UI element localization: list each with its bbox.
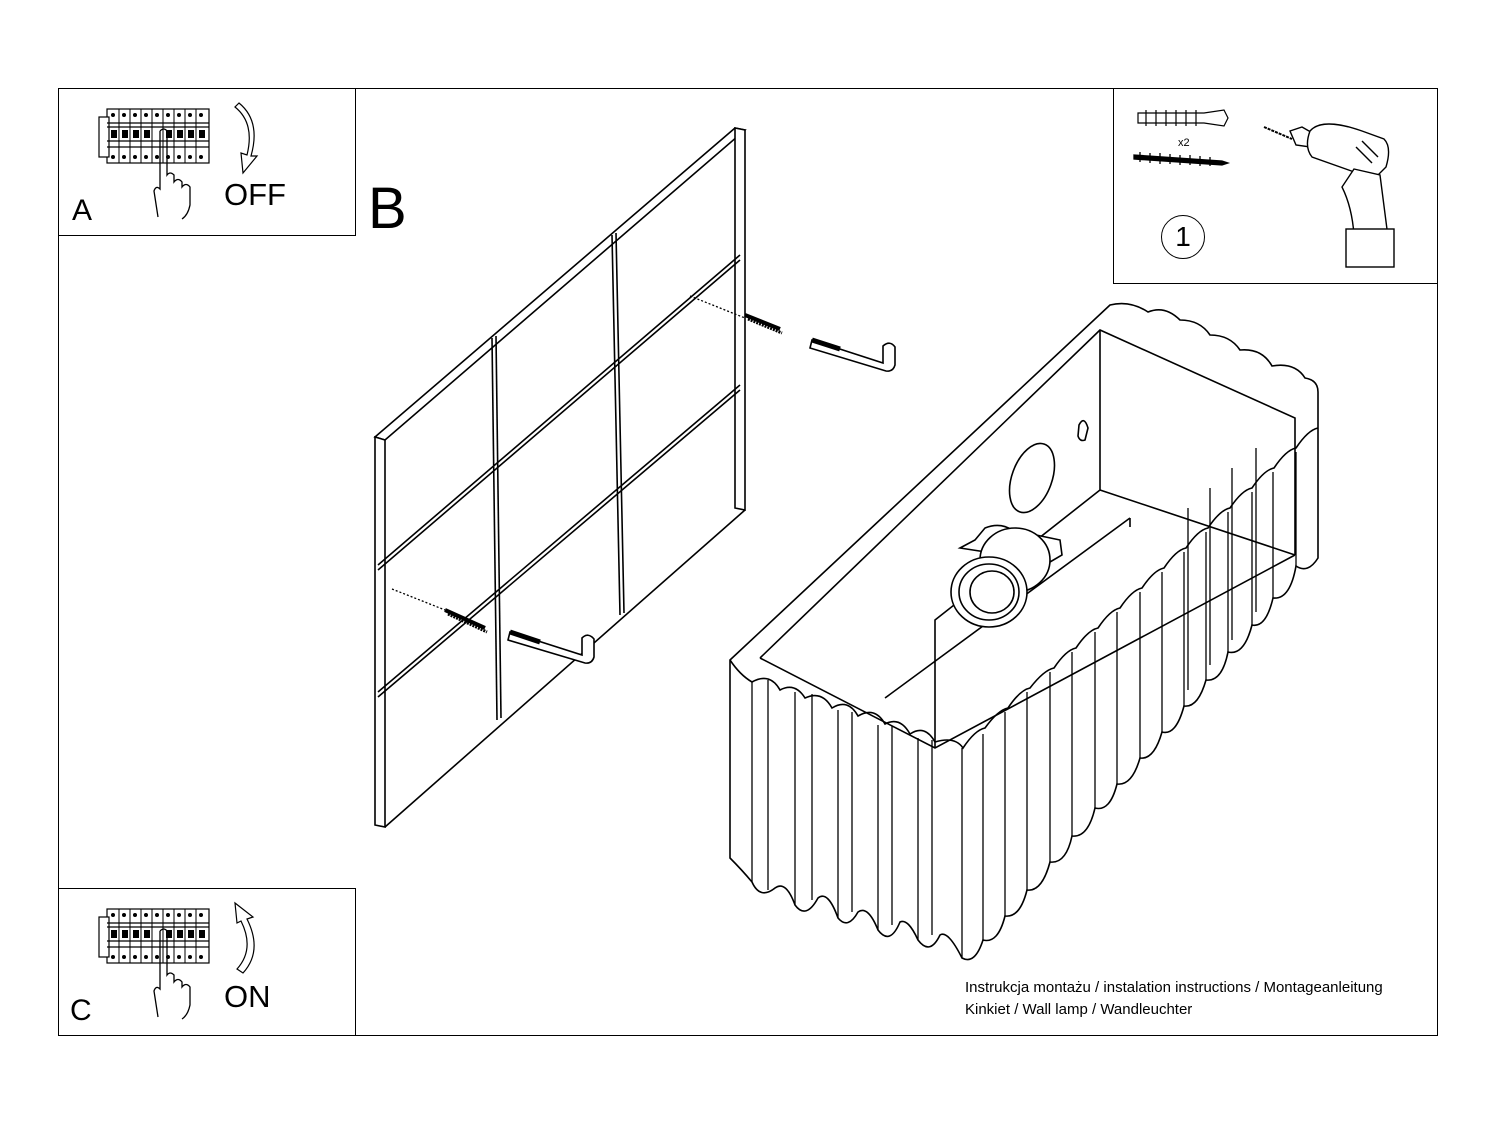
step-letter-c: C bbox=[70, 994, 92, 1027]
caption-title: Instrukcja montażu / instalation instruc… bbox=[965, 979, 1383, 996]
wall-plug-icon bbox=[1137, 109, 1229, 127]
step-letter-b: B bbox=[368, 176, 407, 241]
panel-power-on: ON C bbox=[58, 888, 356, 1036]
lamp-body-icon bbox=[729, 302, 1319, 961]
l-hook-icon bbox=[507, 629, 595, 664]
panel-power-off: OFF A bbox=[58, 88, 356, 236]
step-number-badge: 1 bbox=[1161, 215, 1205, 259]
hand-icon bbox=[153, 128, 191, 220]
quantity-label: x2 bbox=[1178, 137, 1190, 149]
curved-arrow-down-icon bbox=[234, 102, 259, 175]
power-state-off: OFF bbox=[224, 177, 286, 212]
power-state-on: ON bbox=[224, 979, 271, 1014]
drill-icon bbox=[1263, 123, 1395, 268]
lamp-socket-icon bbox=[950, 524, 1063, 628]
hand-icon bbox=[153, 928, 191, 1020]
step-letter-a: A bbox=[72, 194, 93, 227]
circuit-breaker-icon bbox=[98, 908, 210, 964]
screw-icon bbox=[1133, 152, 1231, 166]
l-hook-icon bbox=[809, 337, 896, 372]
screw-icon bbox=[689, 295, 783, 335]
wall-plate-icon bbox=[373, 127, 747, 828]
page-frame bbox=[58, 88, 1438, 1036]
panel-tools: x2 1 bbox=[1113, 88, 1438, 284]
screw-icon bbox=[391, 588, 488, 634]
caption-subtitle: Kinkiet / Wall lamp / Wandleuchter bbox=[965, 1001, 1193, 1018]
curved-arrow-up-icon bbox=[234, 901, 255, 974]
circuit-breaker-icon bbox=[98, 108, 210, 164]
